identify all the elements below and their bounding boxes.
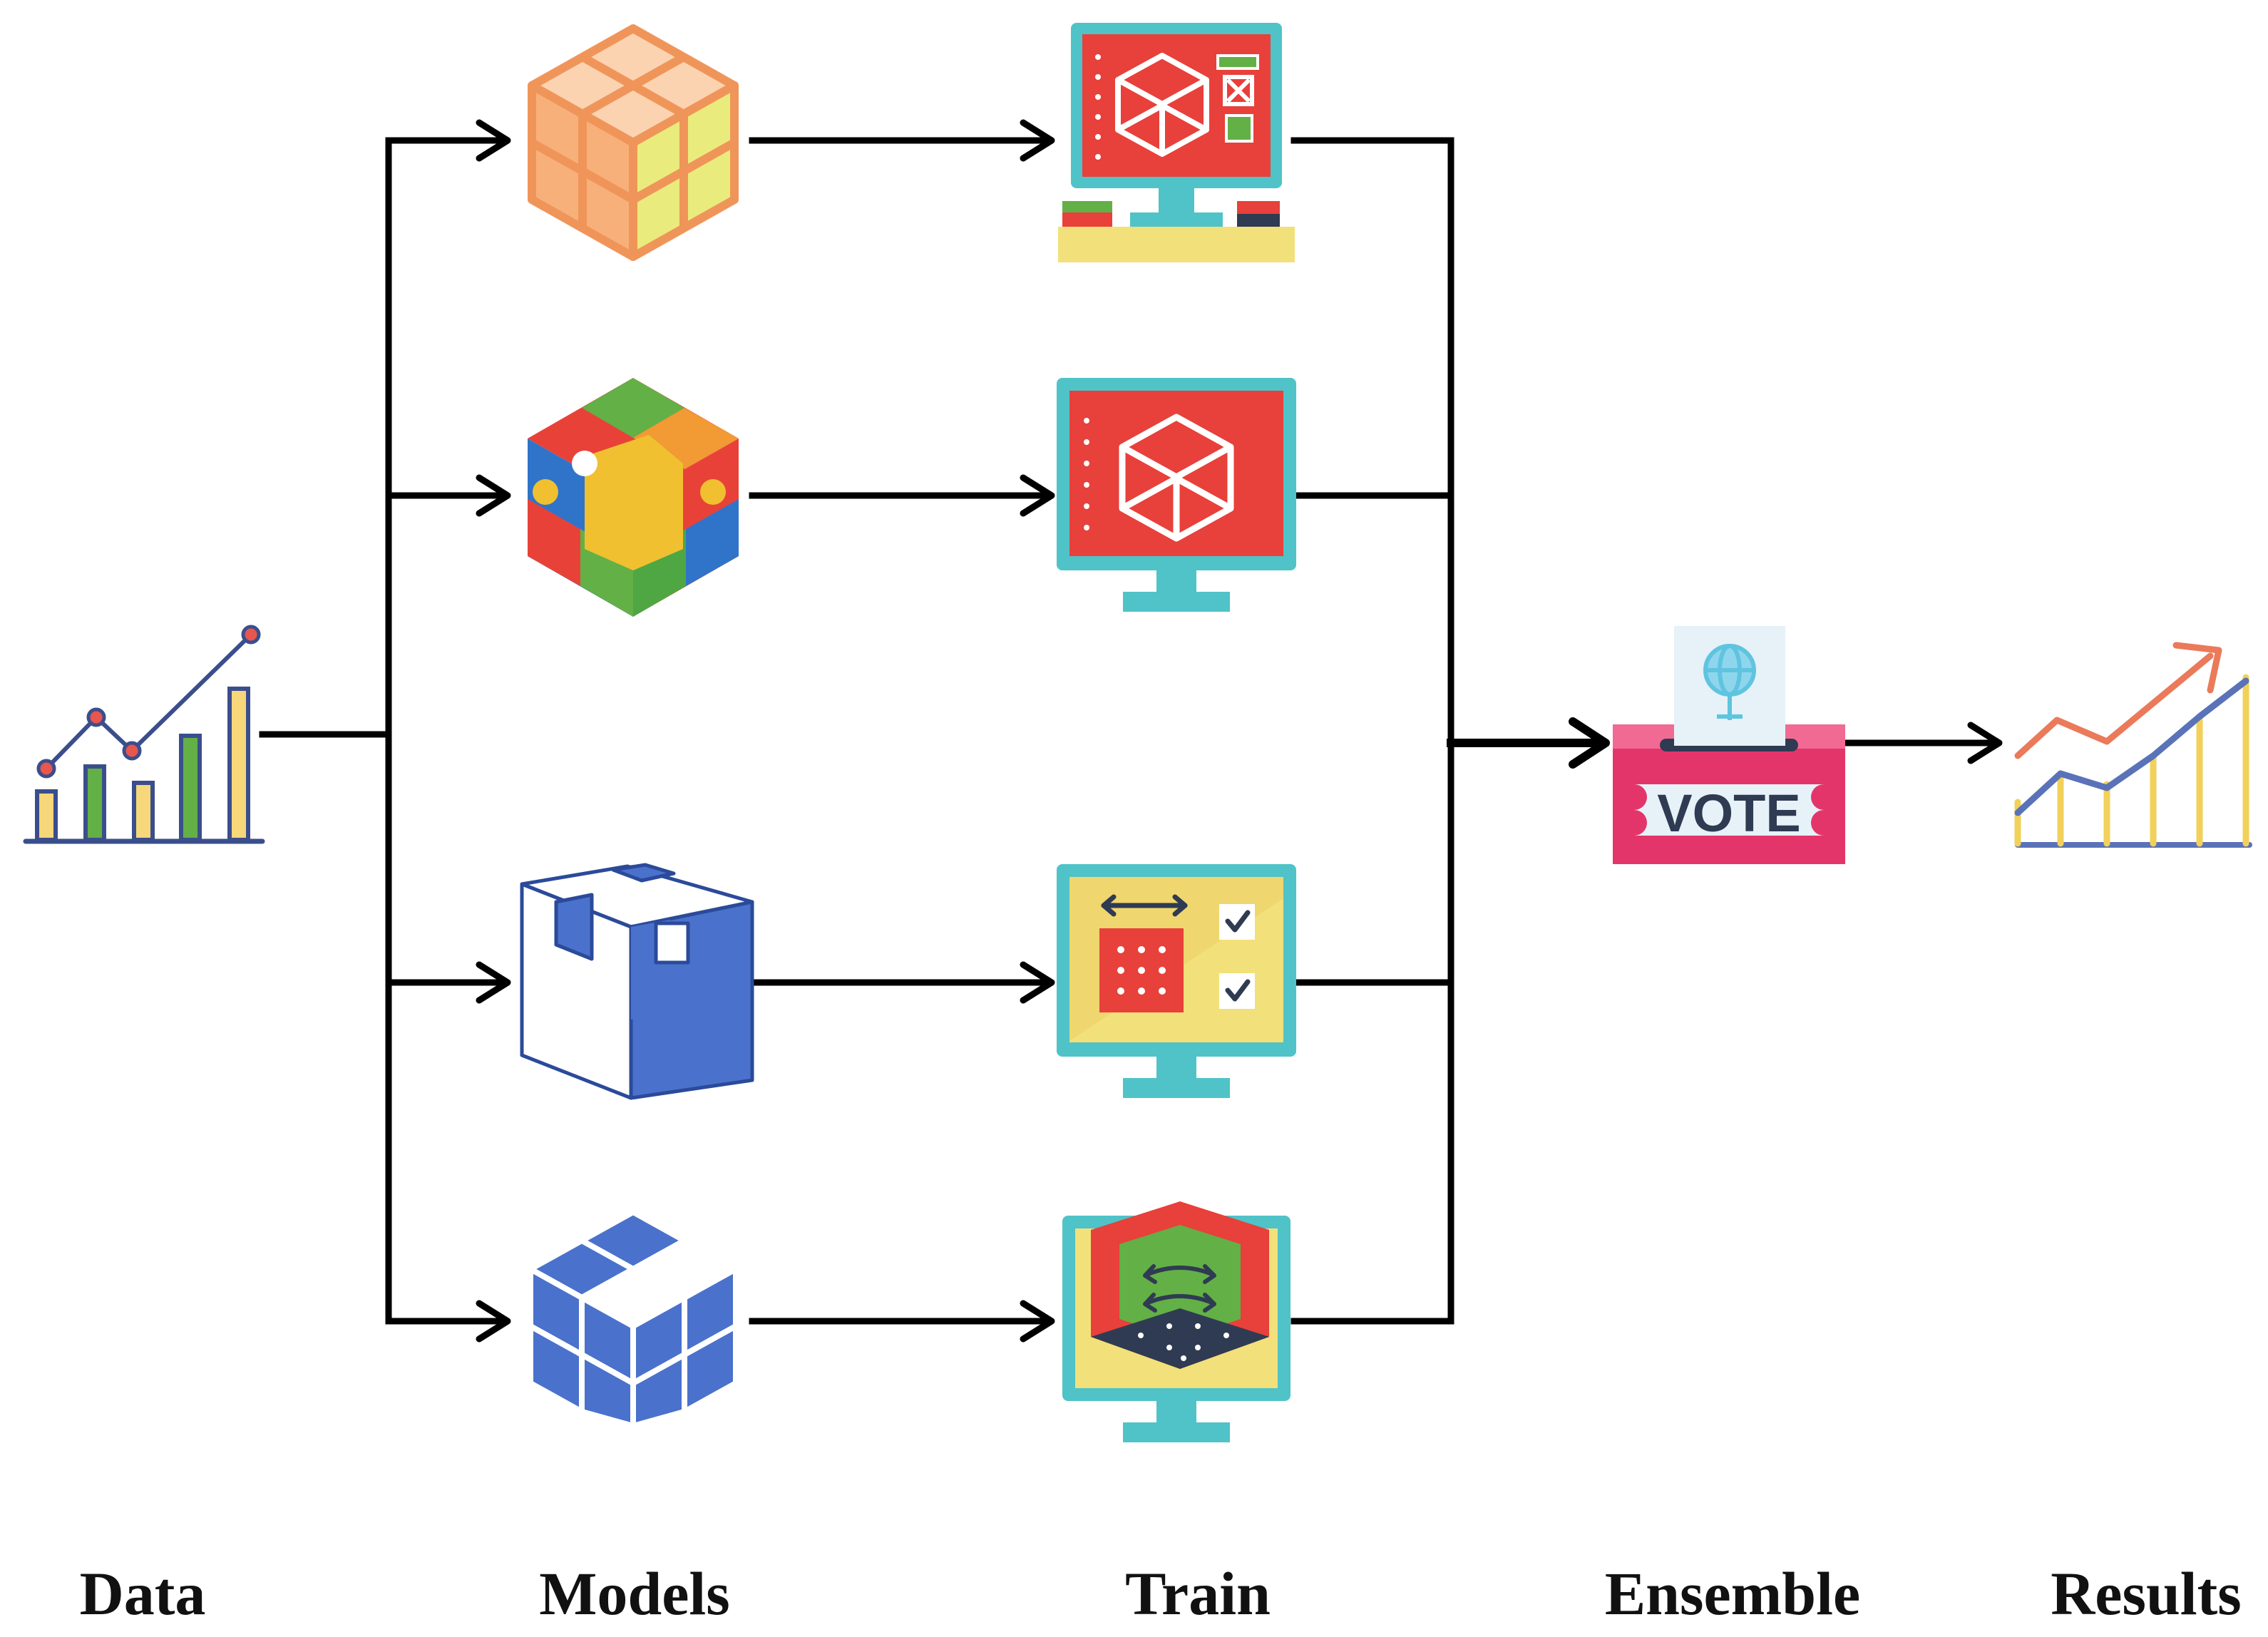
arrowhead-ensemble [1569,717,1610,769]
computer-cube-design-icon [1058,23,1295,262]
monitor-cube-icon [1057,378,1296,612]
stage-label-train: Train [1125,1559,1271,1628]
arrowheads [476,119,2003,1343]
blue-blocks-cube-icon [528,1209,739,1429]
ballot-box-icon: VOTE [1613,626,1845,864]
arrowhead-model-1 [476,119,511,162]
puzzle-cube-icon [528,378,739,617]
arrowhead-train-4 [1020,1300,1055,1343]
stage-label-ensemble: Ensemble [1604,1559,1861,1628]
arrowhead-model-4 [476,1300,511,1343]
monitor-3d-room-icon [1062,1201,1290,1442]
arrowhead-train-3 [1020,961,1055,1004]
model-arrows [385,137,503,1325]
growth-chart-icon [2014,642,2252,848]
cardboard-box-icon [520,863,754,1100]
train-arrows [749,137,1046,1325]
arrowhead-train-2 [1020,474,1055,517]
arrowhead-train-1 [1020,119,1055,162]
arrowhead-model-3 [476,961,511,1004]
stage-label-models: Models [539,1559,730,1628]
merge-lines [1290,137,1454,1325]
arrowhead-model-2 [476,474,511,517]
bar-line-chart-icon [23,625,265,844]
orange-cube-icon [528,24,739,261]
connectors [259,137,1994,1325]
arrowhead-results [1967,722,2003,764]
stage-label-data: Data [79,1559,206,1628]
globe-icon [1703,644,1756,734]
stage-label-results: Results [2051,1559,2242,1628]
ballot-box-label: VOTE [1657,784,1800,843]
monitor-layout-checklist-icon [1057,864,1296,1098]
